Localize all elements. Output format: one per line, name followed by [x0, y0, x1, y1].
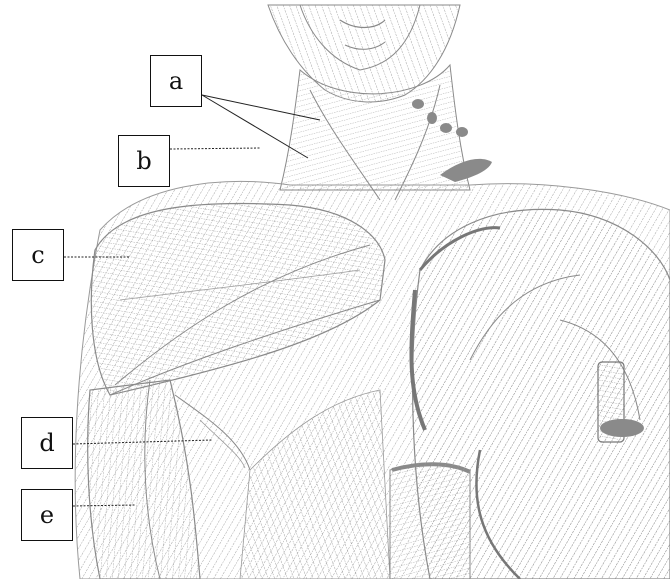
- label-d-text: d: [39, 429, 54, 457]
- label-e: e: [21, 489, 73, 541]
- label-c: c: [12, 229, 64, 281]
- leader-line-b: [170, 148, 260, 149]
- right-shoulder: [411, 209, 670, 579]
- label-a-text: a: [169, 67, 183, 95]
- label-e-text: e: [40, 501, 54, 529]
- label-b-text: b: [136, 147, 151, 175]
- label-a: a: [150, 55, 202, 107]
- label-c-text: c: [31, 241, 44, 269]
- label-b: b: [118, 135, 170, 187]
- label-d: d: [21, 417, 73, 469]
